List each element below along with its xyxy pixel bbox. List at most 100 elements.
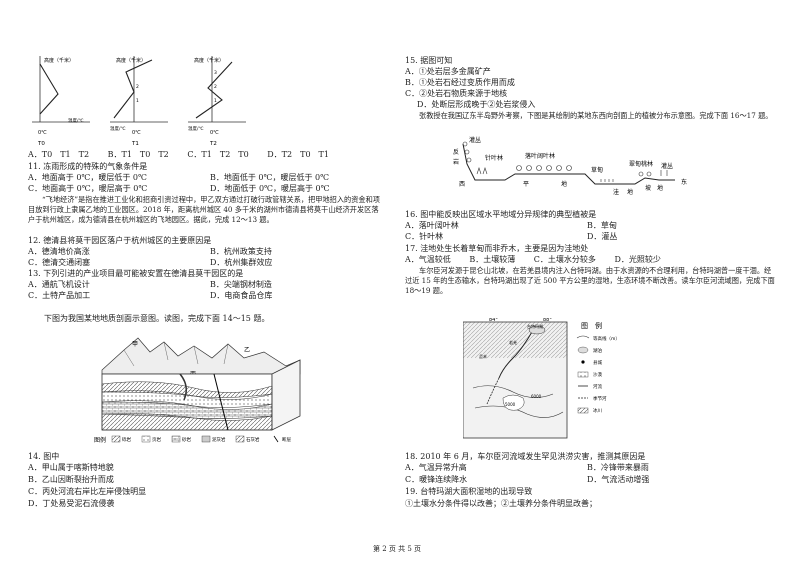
svg-text:岩: 岩 [453,158,459,166]
q15-a[interactable]: A．①处岩层多金属矿产 [405,67,491,76]
q11-a[interactable]: A．T0 T1 T2 [28,150,90,159]
svg-text:针叶林: 针叶林 [485,154,503,162]
svg-text:1: 1 [136,98,139,104]
svg-text:2: 2 [136,84,139,90]
q11b-d[interactable]: D．地面低于 0℃，暖层高于 0℃ [210,184,330,193]
svg-text:灌丛: 灌丛 [661,162,673,170]
q16-b[interactable]: B．草甸 [587,221,617,230]
svg-text:坡: 坡 [645,184,651,192]
geology-cross-section: 甲 乙 丙 丁 图例 砾岩 页岩 砂岩 泥灰岩 石灰岩 断层 [94,337,301,444]
q18-stem: 18. 2010 年 6 月，车尔臣河流域发生罕见洪涝灾害，推测其原因是 [405,452,646,461]
temperature-profile-charts: 高度（千米） 温度/℃ 0℃ T0 高度（千米） 21 温度/℃ 0℃ T1 高… [32,56,246,147]
svg-text:湖泊: 湖泊 [593,347,602,354]
q12-stem: 12. 德清县将莫干园区落户于杭州城区的主要原因是 [28,236,212,245]
svg-text:洼: 洼 [613,188,619,196]
svg-text:草甸: 草甸 [591,166,603,174]
svg-text:平: 平 [523,181,529,188]
place-taitema: 台特玛湖 [527,323,543,329]
svg-text:地: 地 [627,188,633,196]
q13-d[interactable]: D．电商食品仓库 [210,291,273,300]
q17-b[interactable]: B．土壤较薄 [469,255,516,264]
svg-text:1: 1 [214,98,217,104]
svg-text:河流: 河流 [593,383,602,390]
legend-title: 图 例 [581,321,602,330]
q18-a[interactable]: A．气温异常升高 [405,463,467,472]
svg-text:砾岩: 砾岩 [122,436,131,443]
q13-stem: 13. 下列引进的产业项目最可能被安置在德清县莫干园区的是 [28,269,244,278]
q11-b[interactable]: B．T1 T0 T2 [107,150,169,159]
svg-text:等高线（m）: 等高线（m） [593,335,620,342]
svg-text:灌丛: 灌丛 [469,136,481,144]
svg-text:断层: 断层 [282,436,291,443]
q13-b[interactable]: B．尖端钢材制造 [210,280,272,289]
q16-d[interactable]: D．灌丛 [587,232,618,241]
q16-c[interactable]: C．针叶林 [405,232,444,241]
intro-18-19: 车尔臣河发源于昆仑山北坡，在若羌县境内注入台特玛湖。由于水资源的不合理利用，台特… [405,266,775,296]
q18-c[interactable]: C．暖锋连续降水 [405,475,468,484]
q17-options: A．气温较低 B．土壤较薄 C．土壤水分较多 D．光照较少 [405,255,661,265]
q15-d[interactable]: D．处断层形成晚于②处岩浆侵入 [417,100,536,109]
svg-text:沙漠: 沙漠 [593,371,602,378]
q14-a[interactable]: A．甲山属于喀斯特地貌 [28,463,114,472]
q17-stem: 17. 洼地处生长着草甸而非乔木，主要是因为洼地处 [405,244,589,253]
q11-d[interactable]: D．T2 T0 T1 [267,150,329,159]
svg-text:页岩: 页岩 [152,436,161,443]
svg-text:落叶阔叶林: 落叶阔叶林 [525,152,555,160]
svg-text:县城: 县城 [593,359,602,366]
svg-text:5000: 5000 [505,402,516,407]
svg-text:泥灰岩: 泥灰岩 [212,436,226,443]
q12-d[interactable]: D．杭州集群效应 [210,258,273,267]
q14-c[interactable]: C．丙处河流右岸比左岸侵蚀明显 [28,487,147,496]
svg-text:地: 地 [561,180,567,188]
chart-t1: 高度（千米） 21 温度/℃ 0℃ T1 [110,56,168,147]
intro-14-15: 下图为我国某地地质剖面示意图。读图，完成下面 14～15 题。 [44,314,270,323]
svg-text:石灰岩: 石灰岩 [246,436,260,443]
q11-c[interactable]: C．T1 T2 T0 [187,150,249,159]
place-ruoqiang: 若羌 [509,339,517,345]
river-basin-map: 84°88° 38° 台特玛湖 若羌 且末 5000 6000 图 例 等高线（… [463,318,620,439]
q16-a[interactable]: A．落叶阔叶林 [405,221,459,230]
svg-text:季节河: 季节河 [593,395,607,402]
q17-d[interactable]: D．光照较少 [614,255,661,264]
svg-text:T2: T2 [209,141,217,147]
label-east: 东 [681,178,687,186]
q13-a[interactable]: A．通航飞机设计 [28,280,90,289]
label-jia: 甲 [132,341,138,348]
q18-b[interactable]: B．冷锋带来暴雨 [587,463,649,472]
svg-text:6000: 6000 [531,394,542,399]
q15-stem: 15. 据图可知 [405,56,453,65]
name-t0: T0 [37,141,45,147]
q14-d[interactable]: D．丁处易受泥石流侵袭 [28,499,115,508]
q17-c[interactable]: C．土壤水分较多 [533,255,596,264]
right-column: 15. 据图可知 A．①处岩层多金属矿产 B．①处岩石经过变质作用而成 C．②处… [397,0,794,561]
svg-text:地: 地 [657,184,663,192]
q12-c[interactable]: C．德清交通闭塞 [28,258,91,267]
q11-options: A．T0 T1 T2 B．T1 T0 T2 C．T1 T2 T0 D．T2 T0… [28,150,329,160]
map-legend: 图 例 等高线（m） 湖泊 县城 沙漠 河流 季节河 冰川 [576,321,620,414]
q16-stem: 16. 图中能反映出区域水平地域分异规律的典型植被是 [405,210,597,219]
q19-option-1[interactable]: ①土壤水分条件得以改善；②土壤养分条件明显改善； [405,499,597,508]
q14-stem: 14. 图中 [28,452,60,461]
vegetation-profile: 灌丛 针叶林 落叶阔叶林 草甸 翠甸桃林 灌丛 反 岩 西 东 平地 洼地 坡地 [453,136,687,196]
q15-b[interactable]: B．①处岩石经过变质作用而成 [405,78,515,87]
place-qiemo: 且末 [479,353,487,359]
chart-t0: 高度（千米） 温度/℃ 0℃ T0 [32,56,90,147]
svg-text:84°: 84° [489,318,498,323]
q12-a[interactable]: A．德清地价高涨 [28,247,90,256]
q11b-b[interactable]: B．地面低于 0℃，暖层低于 0℃ [210,173,330,182]
q13-c[interactable]: C．土特产品加工 [28,291,91,300]
svg-text:反: 反 [453,148,459,156]
svg-text:高度（千米）: 高度（千米） [194,57,224,64]
q19-stem: 19. 台特玛湖大面积湿地的出现导致 [405,487,533,496]
q14-b[interactable]: B．乙山因断裂抬升而成 [28,475,114,484]
q11b-a[interactable]: A．地面高于 0℃，暖层低于 0℃ [28,173,147,182]
q18-d[interactable]: D．气流活动增强 [587,475,650,484]
q17-a[interactable]: A．气温较低 [405,255,451,264]
q11b-stem: 11. 冻雨形成的特殊的气象条件是 [28,162,148,171]
q12-b[interactable]: B．杭州政策支持 [210,247,272,256]
x-axis-label: 温度/℃ [68,117,84,124]
chart-t2: 高度（千米） 321 温度/℃ 0℃ T2 [188,56,246,147]
q15-c[interactable]: C．②处岩石物质来源于地核 [405,89,508,98]
q11b-c[interactable]: C．地面高于 0℃，暖层高于 0℃ [28,184,148,193]
svg-text:T1: T1 [131,141,139,147]
